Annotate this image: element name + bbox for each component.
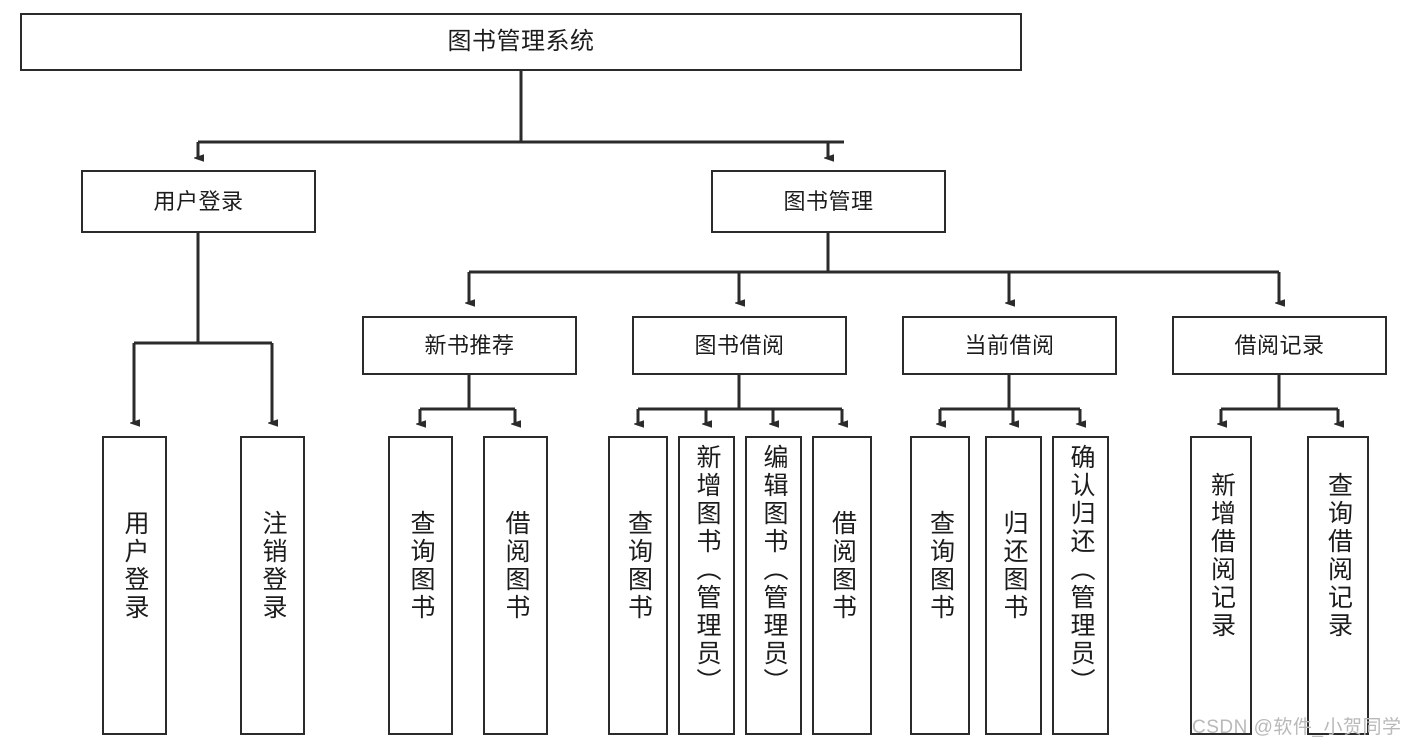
node-leaf-query-record[interactable]: 查询借阅记录: [1307, 436, 1369, 735]
node-new-book-rec-label: 新书推荐: [424, 332, 515, 358]
node-leaf-user-logout[interactable]: 注销登录: [240, 436, 305, 735]
node-leaf-borrow-book-2[interactable]: 借阅图书: [812, 436, 872, 735]
node-user-login-label: 用户登录: [153, 188, 244, 214]
node-leaf-borrow-book-1[interactable]: 借阅图书: [483, 436, 548, 735]
node-leaf-confirm-return-label: 确认归还（管理员）: [1067, 444, 1095, 696]
node-leaf-add-book[interactable]: 新增图书（管理员）: [678, 436, 735, 735]
node-borrow-record-label: 借阅记录: [1234, 332, 1325, 358]
node-root-label: 图书管理系统: [447, 27, 595, 55]
node-user-login[interactable]: 用户登录: [81, 170, 316, 233]
node-leaf-return-book-label: 归还图书: [1000, 510, 1028, 622]
node-new-book-rec[interactable]: 新书推荐: [362, 316, 577, 375]
node-leaf-borrow-book-2-label: 借阅图书: [828, 510, 857, 622]
node-leaf-user-login-label: 用户登录: [121, 510, 149, 622]
node-leaf-query-book-3-label: 查询图书: [926, 510, 955, 622]
node-current-borrow[interactable]: 当前借阅: [902, 316, 1117, 375]
node-borrow-record[interactable]: 借阅记录: [1172, 316, 1387, 375]
node-leaf-edit-book[interactable]: 编辑图书（管理员）: [745, 436, 802, 735]
node-leaf-borrow-book-1-label: 借阅图书: [502, 510, 530, 622]
node-leaf-query-book-2-label: 查询图书: [624, 510, 653, 622]
node-leaf-query-record-label: 查询借阅记录: [1324, 472, 1353, 640]
node-book-manage-label: 图书管理: [783, 188, 874, 214]
node-leaf-confirm-return[interactable]: 确认归还（管理员）: [1052, 436, 1109, 735]
node-leaf-add-record[interactable]: 新增借阅记录: [1190, 436, 1252, 735]
node-leaf-query-book-2[interactable]: 查询图书: [608, 436, 668, 735]
node-leaf-query-book-1[interactable]: 查询图书: [388, 436, 453, 735]
node-root[interactable]: 图书管理系统: [20, 13, 1022, 71]
node-leaf-add-record-label: 新增借阅记录: [1207, 472, 1236, 640]
node-leaf-query-book-1-label: 查询图书: [407, 510, 435, 622]
node-leaf-query-book-3[interactable]: 查询图书: [910, 436, 970, 735]
node-book-borrow[interactable]: 图书借阅: [632, 316, 847, 375]
node-current-borrow-label: 当前借阅: [964, 332, 1055, 358]
node-book-manage[interactable]: 图书管理: [711, 170, 946, 233]
node-leaf-user-logout-label: 注销登录: [259, 510, 287, 622]
node-book-borrow-label: 图书借阅: [694, 332, 785, 358]
node-leaf-return-book[interactable]: 归还图书: [985, 436, 1042, 735]
node-leaf-user-login[interactable]: 用户登录: [102, 436, 167, 735]
node-leaf-add-book-label: 新增图书（管理员）: [693, 444, 721, 696]
node-leaf-edit-book-label: 编辑图书（管理员）: [760, 444, 788, 696]
